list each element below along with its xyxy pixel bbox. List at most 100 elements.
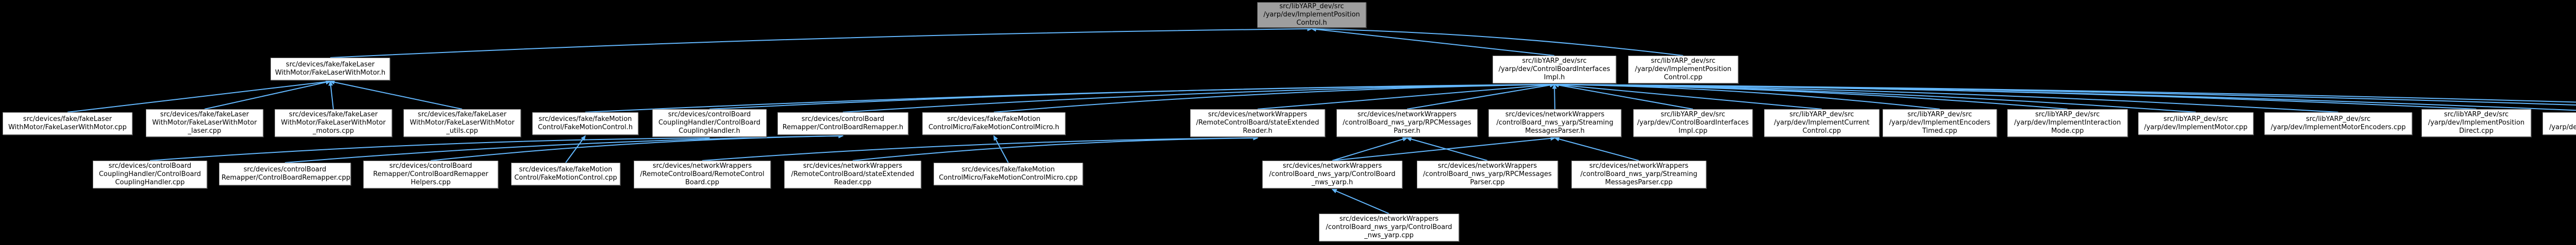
- include-edge: [204, 80, 331, 110]
- include-edge: [565, 135, 586, 163]
- graph-node-label-line: Timed.cpp: [1922, 127, 1957, 135]
- graph-node-label-line: src/devices/networkWrappers: [1505, 111, 1605, 118]
- include-edge: [67, 79, 331, 113]
- graph-node-label-line: src/libYARP_dev/src: [1907, 111, 1972, 118]
- graph-node-label-line: Parser.h: [1394, 127, 1420, 135]
- graph-node-label-line: Impl.cpp: [1678, 127, 1708, 135]
- graph-node-r4_smp_cpp[interactable]: src/devices/networkWrappers/controlBoard…: [1571, 161, 1706, 188]
- graph-node-label-line: CouplingHandler/ControlBoard: [98, 170, 201, 178]
- graph-node-r5_cbnws_cpp[interactable]: src/devices/networkWrappers/controlBoard…: [1319, 214, 1459, 241]
- include-edge: [1553, 83, 1693, 110]
- graph-node-label-line: src/libYARP_dev/src: [1651, 57, 1716, 65]
- graph-node-label-line: WithMotor/FakeLaserWithMotor.cpp: [8, 124, 127, 131]
- graph-node-r4_cbnws_h[interactable]: src/devices/networkWrappers/controlBoard…: [1262, 161, 1402, 188]
- graph-node-r4_ser_cpp[interactable]: src/devices/networkWrappers/RemoteContro…: [784, 161, 921, 188]
- graph-node-label-line: Parser.cpp: [1470, 179, 1505, 186]
- include-edge: [329, 80, 463, 110]
- include-edge: [1331, 189, 1389, 214]
- graph-node-label-line: /RemoteControlBoard/stateExtended: [1196, 119, 1319, 127]
- graph-node-label-line: src/devices/fake/fakeLaser: [289, 111, 378, 118]
- graph-node-label-line: src/libYARP_dev/src: [2163, 115, 2228, 123]
- graph-node-label-line: /yarp/dev/ImplementInteraction: [2014, 119, 2121, 127]
- include-edge: [328, 80, 334, 110]
- graph-node-r3_smp_h[interactable]: src/devices/networkWrappers/controlBoard…: [1488, 109, 1621, 137]
- graph-node-label-line: _laser.cpp: [188, 127, 222, 135]
- include-edge: [1406, 82, 1555, 110]
- graph-node-label-line: /yarp/dev/ImplementMotorEncoders.cpp: [2270, 124, 2406, 131]
- include-edge: [1311, 27, 1555, 56]
- graph-node-label-line: CouplingHandler.cpp: [115, 179, 185, 186]
- include-edge: [1257, 82, 1555, 110]
- graph-node-label-line: src/devices/fake/fakeMotion: [947, 115, 1041, 123]
- graph-node-label-line: Remapper/ControlBoardRemapper.h: [782, 124, 904, 131]
- graph-node-label-line: src/libYARP_dev/src: [1279, 3, 1344, 10]
- graph-node-label-line: src/devices/fake/fakeMotion: [519, 166, 613, 173]
- graph-node-label-line: Reader.h: [1243, 127, 1273, 135]
- graph-node-label-line: src/libYARP_dev/src: [2444, 111, 2509, 118]
- graph-node-r4_rcb_cpp[interactable]: src/devices/networkWrappers/RemoteContro…: [634, 161, 771, 188]
- graph-node-r2_ipc_cpp[interactable]: src/libYARP_dev/src/yarp/dev/ImplementPo…: [1628, 56, 1738, 83]
- graph-node-r4_rpcmp_cpp[interactable]: src/devices/networkWrappers/controlBoard…: [1417, 161, 1558, 188]
- graph-node-label-line: /controlBoard_nws_yarp/Streaming: [1496, 119, 1614, 127]
- graph-node-label-line: Control/FakeMotionControl.cpp: [514, 174, 617, 182]
- graph-node-label-line: ControlMicro/FakeMotionControlMicro.cpp: [939, 174, 1078, 182]
- graph-node-label-line: /yarp/dev/ImplementCurrent: [1774, 119, 1870, 127]
- graph-node-r3_icc_cpp[interactable]: src/libYARP_dev/src/yarp/dev/ImplementCu…: [1764, 109, 1879, 137]
- graph-node-label-line: Reader.cpp: [834, 179, 872, 186]
- graph-node-label-line: /RemoteControlBoard/RemoteControl: [640, 170, 765, 178]
- graph-node-r2_cbii_h[interactable]: src/libYARP_dev/src/yarp/dev/ControlBoar…: [1493, 56, 1616, 83]
- graph-node-label-line: _nws_yarp.h: [1311, 179, 1353, 186]
- include-edge: [702, 135, 1259, 161]
- graph-node-label-line: Impl.h: [1544, 74, 1565, 81]
- graph-node-r3_ime_cpp[interactable]: src/libYARP_dev/src/yarp/dev/ImplementMo…: [2264, 112, 2412, 135]
- graph-node-r3_cbii_cpp[interactable]: src/libYARP_dev/src/yarp/dev/ControlBoar…: [1633, 109, 1753, 137]
- graph-node-label-line: /controlBoard_nws_yarp/ControlBoard: [1269, 170, 1396, 178]
- graph-node-label-line: /yarp/dev/ControlBoardInterfaces: [1498, 65, 1611, 73]
- include-edge: [852, 135, 1259, 161]
- graph-node-label-line: /yarp/dev/ImplementPosition: [2428, 119, 2525, 127]
- graph-node-label-line: MessagesParser.cpp: [1605, 179, 1673, 186]
- graph-node-label-line: src/devices/networkWrappers: [1208, 111, 1308, 118]
- graph-node-r3_ipd_cpp[interactable]: src/libYARP_dev/src/yarp/dev/ImplementPo…: [2421, 109, 2531, 137]
- graph-node-r3_irv_cpp[interactable]: src/libYARP_dev/src/yarp/dev/ImplementRe…: [2543, 112, 2576, 135]
- graph-node-r3_im_cpp[interactable]: src/libYARP_dev/src/yarp/dev/ImplementMo…: [2138, 112, 2253, 135]
- graph-node-r3_iet_cpp[interactable]: src/libYARP_dev/src/yarp/dev/ImplementEn…: [1883, 109, 1997, 137]
- graph-node-label-line: src/devices/controlBoard: [389, 162, 472, 170]
- graph-node-label-line: src/devices/fake/fakeLaser: [160, 111, 249, 118]
- graph-node-label-line: /controlBoard_nws_yarp/ControlBoard: [1326, 223, 1452, 231]
- include-edge: [1553, 82, 2576, 103]
- graph-node-label-line: WithMotor/FakeLaserWithMotor: [281, 119, 386, 127]
- graph-node-label-line: /yarp/dev/ControlBoardInterfaces: [1637, 119, 1749, 127]
- graph-node-label-line: src/devices/controlBoard: [108, 162, 192, 170]
- graph-node-label-line: Direct.cpp: [2459, 127, 2494, 135]
- graph-node-label-line: src/devices/networkWrappers: [1437, 162, 1537, 170]
- graph-node-label-line: Mode.cpp: [2051, 127, 2084, 135]
- graph-node-label-line: src/devices/controlBoard: [801, 115, 885, 123]
- graph-node-label-line: Helpers.cpp: [411, 179, 451, 186]
- include-edge: [709, 82, 1555, 110]
- graph-node-label-line: WithMotor/FakeLaserWithMotor: [152, 119, 257, 127]
- include-edge: [1406, 136, 1488, 161]
- graph-node-label-line: src/devices/fake/fakeLaser: [23, 115, 112, 123]
- graph-node-label-line: /yarp/dev/ImplementPosition: [1635, 65, 1732, 73]
- include-edge: [842, 82, 1555, 113]
- graph-node-r3_ser_h[interactable]: src/devices/networkWrappers/RemoteContro…: [1190, 109, 1325, 137]
- graph-node-label-line: /yarp/dev/ImplementMotor.cpp: [2144, 124, 2248, 131]
- graph-node-r3_rpcmp_h[interactable]: src/devices/networkWrappers/controlBoard…: [1336, 109, 1478, 137]
- graph-node-r3_iim_cpp[interactable]: src/libYARP_dev/src/yarp/dev/ImplementIn…: [2007, 109, 2128, 137]
- graph-node-label-line: src/devices/networkWrappers: [1357, 111, 1457, 118]
